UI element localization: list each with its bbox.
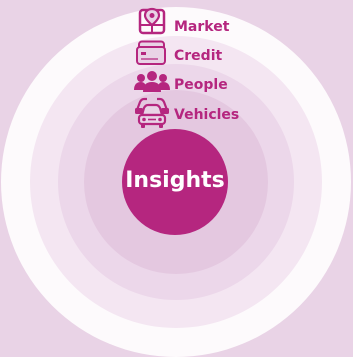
layer-label-market: Market xyxy=(174,19,230,35)
core-circle xyxy=(122,129,228,235)
people-icon xyxy=(134,71,170,92)
layer-label-credit: Credit xyxy=(174,48,223,64)
cars-icon xyxy=(135,97,169,128)
layer-label-people: People xyxy=(174,77,228,93)
map-pin-icon xyxy=(138,7,166,35)
layer-label-vehicles: Vehicles xyxy=(174,107,240,123)
core-label-insights: Insights xyxy=(125,168,225,193)
credit-card-icon xyxy=(136,40,166,65)
